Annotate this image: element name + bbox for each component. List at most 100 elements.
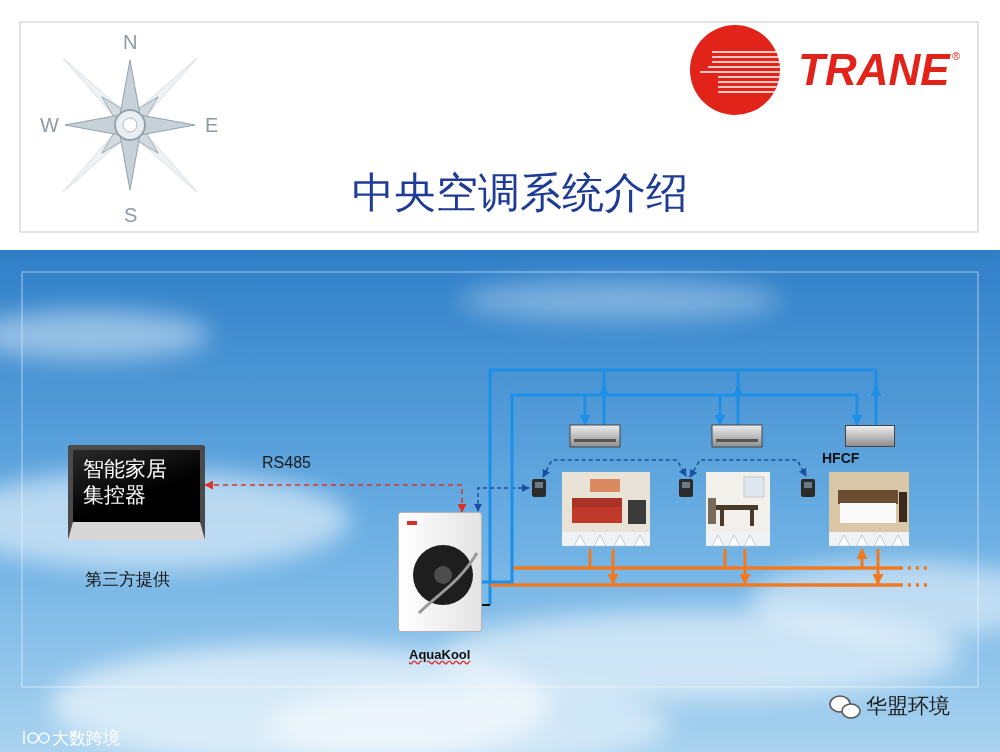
cloud	[270, 685, 670, 752]
smart-home-controller: 智能家居 集控器第三方提供	[68, 445, 205, 540]
slide-title: 中央空调系统介绍	[290, 168, 750, 218]
logo-ring	[28, 733, 38, 743]
fan-hub	[434, 566, 452, 584]
rs485-link	[205, 485, 462, 512]
compass-letter: W	[40, 113, 59, 137]
room-photo	[562, 472, 650, 546]
control-link	[543, 460, 686, 477]
compass-ray	[0, 0, 264, 259]
brand-badge	[407, 521, 417, 525]
watermark-logo	[24, 731, 49, 744]
supply-pipe	[719, 395, 722, 425]
logo-stripes	[700, 52, 790, 92]
nightstand	[899, 492, 907, 522]
flow-arrow	[875, 386, 878, 404]
floor-strip	[562, 532, 650, 546]
trane-logo-mark	[690, 25, 790, 115]
thermostat	[801, 479, 815, 497]
headboard	[838, 490, 898, 504]
sofa	[572, 507, 622, 523]
inner-frame	[22, 272, 978, 687]
node-caption: 第三方提供	[85, 568, 170, 591]
compass-hub	[115, 110, 145, 140]
fan-coil-unit	[712, 425, 762, 447]
floor-heating-pipe	[490, 583, 903, 587]
unit-grille	[716, 439, 758, 442]
watermark: 华盟环境	[866, 694, 950, 719]
cloud	[750, 560, 1000, 640]
logo-circle	[690, 25, 780, 115]
supply-pipe	[584, 395, 587, 425]
fan-disc	[413, 545, 473, 605]
fan-coil-unit	[570, 425, 620, 447]
compass-letter: S	[124, 203, 137, 227]
thermostat-screen	[682, 482, 690, 488]
window	[744, 477, 764, 497]
pipe-continuation	[908, 568, 932, 585]
heating-riser	[590, 549, 862, 568]
bed	[840, 503, 896, 523]
edge-label: RS485	[262, 453, 311, 472]
wall-picture	[590, 479, 620, 492]
watermark: 大数跨境	[52, 728, 120, 748]
control-link	[478, 488, 529, 511]
control-link	[690, 460, 806, 477]
thermostats	[532, 479, 815, 497]
casing-swoosh	[419, 553, 477, 613]
room-wall	[829, 472, 909, 546]
compass-letter: E	[205, 113, 218, 137]
table	[716, 505, 758, 510]
compass-letter: N	[123, 30, 137, 54]
node-label: HFCF	[822, 450, 859, 466]
brand-name: TRANE	[798, 44, 950, 97]
room-photo	[706, 472, 770, 546]
outdoor-unit: AquaKool	[398, 512, 482, 632]
header-frame	[20, 22, 978, 232]
floor-strip	[706, 532, 770, 546]
logo-bar	[23, 731, 25, 744]
chair	[708, 498, 716, 524]
floor-strip	[829, 532, 909, 546]
cloud	[0, 310, 210, 360]
heating-return	[744, 549, 747, 584]
header-background	[0, 0, 1000, 250]
node-label: AquaKool	[409, 647, 470, 662]
unit-grille	[574, 439, 616, 442]
thermostat-screen	[535, 482, 543, 488]
logo-ring	[39, 733, 49, 743]
compass-rose	[0, 0, 264, 259]
fan-coil-unit: HFCF	[845, 425, 895, 447]
room-photo	[829, 472, 909, 546]
pipe-connector	[482, 604, 490, 606]
return-pipe	[604, 370, 876, 425]
floor-heating-pipe	[512, 566, 903, 570]
cabinet	[628, 500, 646, 524]
wechat-icon	[830, 696, 860, 718]
heating-return	[877, 549, 880, 584]
room-wall	[562, 472, 650, 546]
cloud	[460, 280, 780, 320]
heating-return	[612, 549, 615, 584]
thermostat	[679, 479, 693, 497]
heat-triangles	[712, 535, 756, 546]
chat-bubble	[842, 704, 860, 718]
heat-triangles	[574, 535, 646, 546]
thermostat	[532, 479, 546, 497]
fan-grille	[399, 513, 481, 631]
heat-triangles	[838, 535, 904, 546]
logo-stripe	[700, 52, 790, 92]
sofa	[572, 498, 622, 508]
table-leg	[750, 510, 754, 526]
compass-hub	[123, 118, 137, 132]
clouds	[0, 280, 1000, 752]
room-wall	[706, 472, 770, 546]
thermostat-screen	[804, 482, 812, 488]
trademark-mark: ®	[952, 50, 960, 63]
node-label: 智能家居 集控器	[83, 457, 190, 508]
compass-star	[65, 60, 195, 190]
table-leg	[720, 510, 724, 526]
